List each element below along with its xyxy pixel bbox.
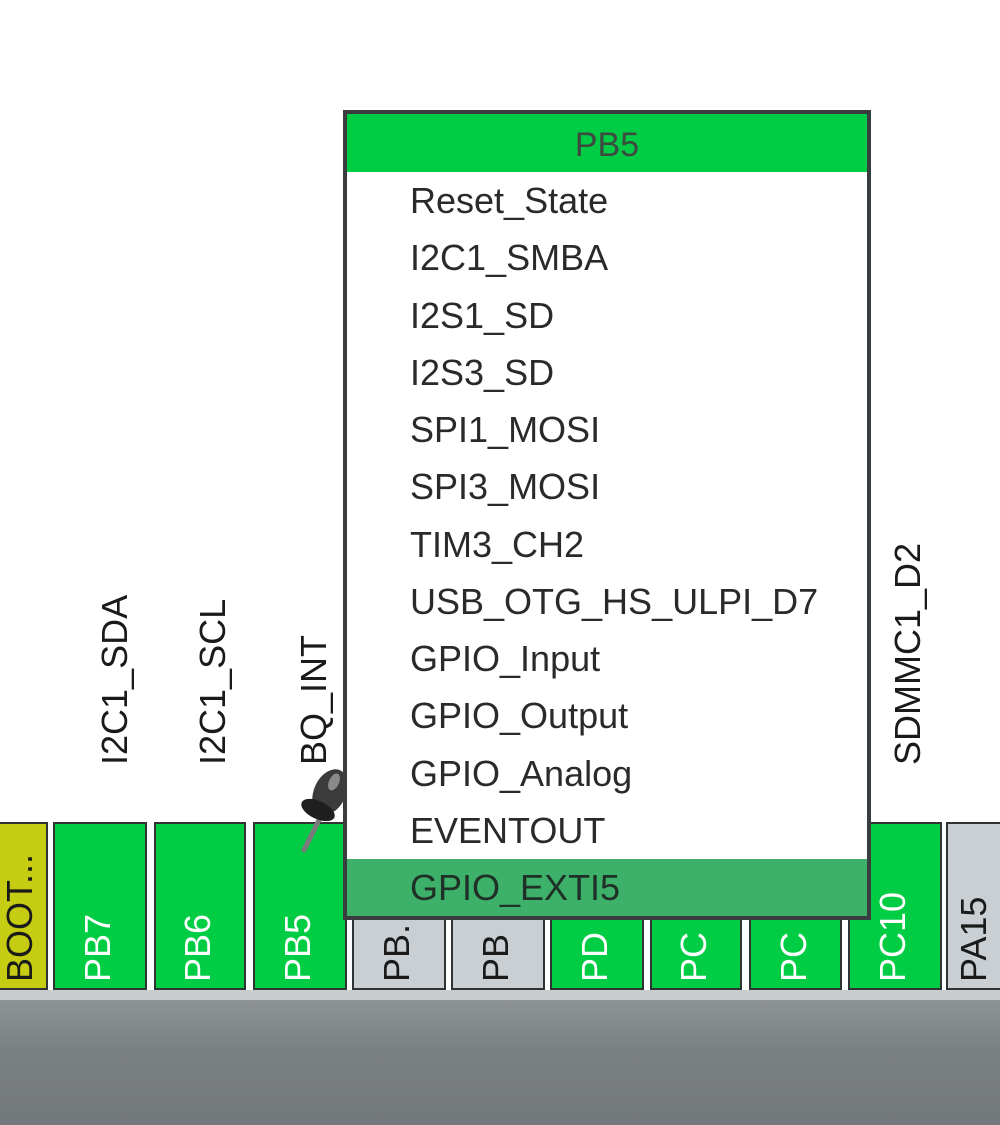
menu-item-spi3-mosi[interactable]: SPI3_MOSI xyxy=(410,466,601,508)
pin-pb5[interactable]: PB5 xyxy=(253,822,347,990)
pin-label: PB7 xyxy=(77,913,118,982)
menu-item-spi1-mosi[interactable]: SPI1_MOSI xyxy=(410,409,601,450)
pin-pb6[interactable]: PB6 xyxy=(154,822,246,990)
pin-label: PC xyxy=(673,931,714,982)
pin-pa15[interactable]: PA15 xyxy=(946,822,1000,990)
menu-item-reset-state[interactable]: Reset_State xyxy=(410,180,609,221)
menu-item-i2c1-smba[interactable]: I2C1_SMBA xyxy=(410,237,609,279)
menu-item-eventout[interactable]: EVENTOUT xyxy=(410,809,606,851)
chip-edge xyxy=(0,990,1000,1000)
menu-item-usb-otg-hs-ulpi-d7[interactable]: USB_OTG_HS_ULPI_D7 xyxy=(410,580,819,622)
menu-item-tim3-ch2[interactable]: TIM3_CH2 xyxy=(410,523,585,565)
pin-label: BOOT... xyxy=(0,853,40,982)
pin-label: PB. xyxy=(376,923,417,982)
signal-label-pb5[interactable]: BQ_INT xyxy=(293,634,334,765)
menu-list: Reset_State I2C1_SMBA I2S1_SD I2S3_SD SP… xyxy=(347,172,867,917)
pin-function-menu: PB5 Reset_State I2C1_SMBA I2S1_SD I2S3_S… xyxy=(343,110,871,920)
menu-item-gpio-input[interactable]: GPIO_Input xyxy=(410,638,601,679)
pin-label: PC10 xyxy=(872,891,913,982)
signal-label-pc10[interactable]: SDMMC1_D2 xyxy=(887,542,928,765)
chip-body xyxy=(0,1000,1000,1125)
signal-label-pb6[interactable]: I2C1_SCL xyxy=(192,598,233,765)
menu-item-gpio-exti5[interactable]: GPIO_EXTI5 xyxy=(347,859,867,917)
menu-title: PB5 xyxy=(347,114,867,172)
pin-label: PC xyxy=(772,931,814,982)
menu-item-i2s3-sd[interactable]: I2S3_SD xyxy=(410,351,555,393)
pin-label: PB xyxy=(475,933,516,982)
pin-label: PD xyxy=(574,931,615,982)
menu-item-gpio-output[interactable]: GPIO_Output xyxy=(410,695,629,737)
menu-item-gpio-analog[interactable]: GPIO_Analog xyxy=(410,752,633,794)
pin-label: PB5 xyxy=(277,913,318,982)
menu-item-i2s1-sd[interactable]: I2S1_SD xyxy=(410,294,555,336)
signal-label-pb7[interactable]: I2C1_SDA xyxy=(94,594,135,765)
pin-label: PA15 xyxy=(953,896,994,982)
pin-boot[interactable]: BOOT... xyxy=(0,822,48,990)
pin-pb7[interactable]: PB7 xyxy=(53,822,147,990)
pushpin-icon xyxy=(301,769,348,853)
pin-label: PB6 xyxy=(177,913,218,982)
